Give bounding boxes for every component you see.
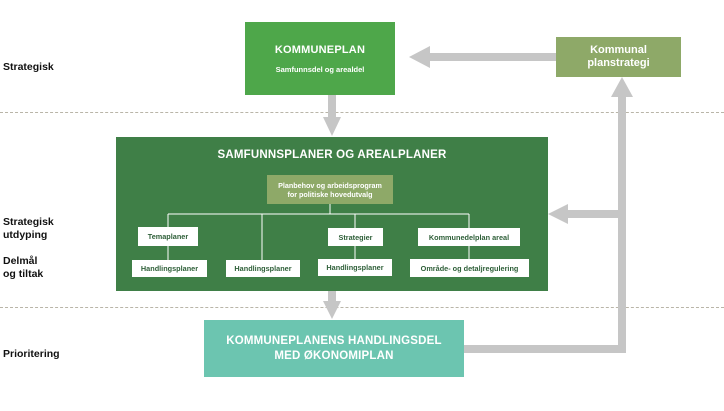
- handlingsdel-box: KOMMUNEPLANENS HANDLINGSDEL MED ØKONOMIP…: [204, 320, 464, 377]
- kommunedelplan-areal-box: Kommunedelplan areal: [418, 228, 520, 246]
- planbehov-line1: Planbehov og arbeidsprogram: [278, 180, 382, 190]
- planstrategi-box: Kommunal planstrategi: [556, 37, 681, 77]
- label-delmal-line2: og tiltak: [3, 268, 44, 280]
- handlingsdel-line1: KOMMUNEPLANENS HANDLINGSDEL: [226, 334, 442, 347]
- arrowhead-planstrategi: [611, 77, 633, 97]
- planstrategi-line1: Kommunal: [590, 44, 647, 56]
- omrade-detaljregulering-box: Område- og detaljregulering: [410, 259, 529, 277]
- kommuneplan-subtitle: Samfunnsdel og arealdel: [275, 64, 365, 74]
- samfunnsplaner-title: SAMFUNNSPLANER OG AREALPLANER: [217, 149, 447, 161]
- arrowhead-handlingsdel: [323, 301, 341, 319]
- planstrategi-line2: planstrategi: [587, 57, 650, 69]
- label-strategisk-utdyping-line1: Strategisk: [3, 216, 54, 228]
- label-delmal: Delmål og tiltak: [3, 255, 43, 281]
- separator-top: [0, 112, 724, 113]
- label-strategisk-utdyping-line2: utdyping: [3, 229, 48, 241]
- kommuneplan-title: KOMMUNEPLAN: [274, 43, 366, 56]
- kommuneplan-box: KOMMUNEPLAN Samfunnsdel og arealdel: [245, 22, 395, 95]
- separator-bottom: [0, 307, 724, 308]
- label-prioritering: Prioritering: [3, 348, 60, 360]
- handlingsplaner-box-1: Handlingsplaner: [132, 260, 207, 277]
- label-delmal-line1: Delmål: [3, 255, 38, 267]
- handlingsplaner-box-3: Handlingsplaner: [318, 259, 392, 276]
- handlingsdel-line2: MED ØKONOMIPLAN: [274, 349, 394, 362]
- handlingsplaner-box-2: Handlingsplaner: [226, 260, 300, 277]
- arrowhead-kommuneplan: [409, 46, 430, 68]
- arrowhead-samfunnsplaner: [323, 117, 341, 136]
- temaplaner-box: Temaplaner: [138, 227, 198, 246]
- label-strategisk: Strategisk: [3, 61, 54, 73]
- arrow-handlingsdel-to-planstrategi: [464, 95, 626, 353]
- planbehov-line2: for politiske hovedutvalg: [287, 189, 373, 199]
- strategier-box: Strategier: [328, 228, 383, 246]
- arrowhead-samfunnsplaner-side: [548, 204, 568, 224]
- label-strategisk-utdyping: Strategisk utdyping: [3, 216, 54, 242]
- planbehov-box: Planbehov og arbeidsprogram for politisk…: [267, 175, 393, 204]
